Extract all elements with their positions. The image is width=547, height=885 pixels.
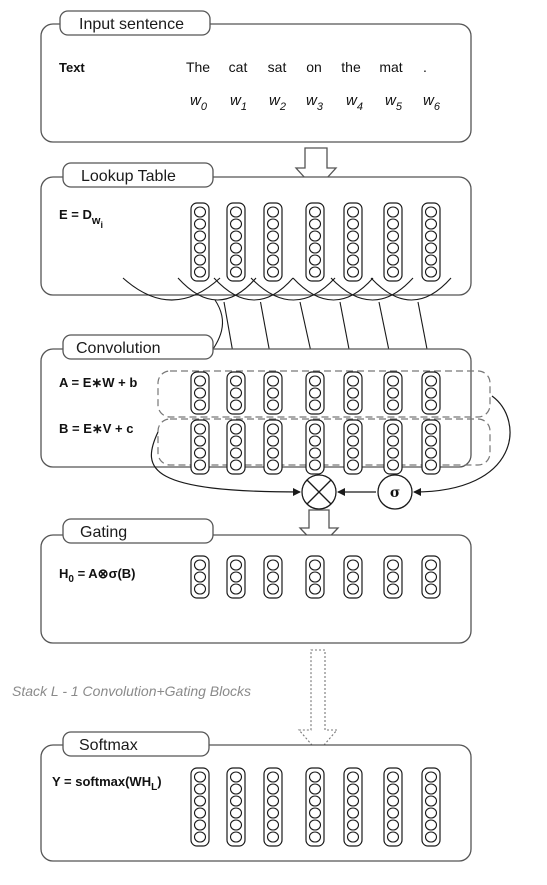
gating-title: Gating (80, 524, 127, 541)
conv-a-vector (343, 371, 363, 415)
softmax-vector (263, 767, 283, 847)
word-token-label: w3 (306, 92, 324, 113)
convolution-title-tab (62, 334, 214, 360)
window-arc (122, 277, 221, 301)
window-arc (370, 277, 452, 301)
embedding-vector (190, 202, 210, 282)
text-row-label: Text (59, 60, 85, 75)
lookup-table-panel: Lookup Table E = Dwi (40, 162, 472, 296)
input-word: on (306, 59, 322, 75)
embedding-vector (343, 202, 363, 282)
input-word: . (423, 59, 427, 75)
conv-a-vector (263, 371, 283, 415)
convolution-formula-a: A = E∗W + b (59, 375, 137, 390)
embedding-vector (305, 202, 325, 282)
gating-title-tab (62, 518, 214, 544)
gating-formula: H0 = A⊗σ(B) (59, 566, 136, 585)
embedding-vector (226, 202, 246, 282)
window-arc (330, 277, 414, 301)
sigmoid-symbol: σ (390, 485, 400, 501)
softmax-formula: Y = softmax(WHL) (52, 774, 162, 793)
gated-vector (190, 555, 210, 599)
stack-arrow (297, 649, 339, 753)
softmax-vector (421, 767, 441, 847)
sigmoid-operator (377, 474, 413, 510)
multiply-operator-cross (306, 479, 332, 505)
conv-b-vector (190, 419, 210, 475)
softmax-panel: Softmax Y = softmax(WHL) (40, 731, 472, 862)
window-arc (213, 277, 294, 301)
a-to-multiply-line (150, 431, 301, 496)
conv-b-vector (226, 419, 246, 475)
input-sentence-title-tab (59, 10, 211, 36)
gating-panel: Gating H0 = A⊗σ(B) (40, 518, 472, 644)
softmax-title-tab (62, 731, 210, 757)
embedding-vector (421, 202, 441, 282)
embedding-vector (263, 202, 283, 282)
word-token-label: w1 (230, 92, 247, 113)
stack-note: Stack L - 1 Convolution+Gating Blocks (12, 683, 251, 699)
softmax-vector (383, 767, 403, 847)
conv-a-vector (190, 371, 210, 415)
gating-operations: σ (150, 395, 511, 510)
input-word: cat (229, 59, 248, 75)
input-word: mat (379, 59, 402, 75)
gated-vector (421, 555, 441, 599)
conv-a-vector (383, 371, 403, 415)
conv-a-vector (305, 371, 325, 415)
word-token-label: w6 (423, 92, 441, 113)
gated-vector (305, 555, 325, 599)
input-sentence-panel: Input sentence Text The cat sat on the m… (40, 10, 472, 143)
gated-vector (383, 555, 403, 599)
softmax-vector (190, 767, 210, 847)
softmax-title: Softmax (79, 737, 138, 754)
softmax-vector (343, 767, 363, 847)
softmax-vector (226, 767, 246, 847)
input-sentence-title: Input sentence (79, 16, 184, 33)
word-token-label: w4 (346, 92, 363, 113)
convolution-title: Convolution (76, 340, 161, 357)
softmax-vector (305, 767, 325, 847)
lookup-table-title: Lookup Table (81, 168, 176, 185)
conv-b-vector (305, 419, 325, 475)
gated-vector (226, 555, 246, 599)
input-word: the (341, 59, 361, 75)
gated-vector (263, 555, 283, 599)
lookup-table-title-tab (62, 162, 214, 188)
convolution-window-connections (122, 277, 452, 371)
lookup-formula: E = Dwi (59, 207, 103, 230)
convolution-formula-b: B = E∗V + c (59, 421, 133, 436)
conv-b-vector (343, 419, 363, 475)
input-word: sat (268, 59, 287, 75)
word-token-label: w2 (269, 92, 286, 113)
b-to-sigma-line (413, 395, 511, 496)
conv-b-vector (263, 419, 283, 475)
window-arc (250, 277, 336, 301)
word-token-label: w5 (385, 92, 403, 113)
window-arc (292, 277, 374, 301)
input-word: The (186, 59, 210, 75)
convolution-panel: Convolution A = E∗W + b B = E∗V + c (40, 334, 491, 475)
gated-vector (343, 555, 363, 599)
conv-group-a-outline (157, 370, 491, 418)
conv-a-vector (226, 371, 246, 415)
embedding-vector (383, 202, 403, 282)
conv-b-vector (383, 419, 403, 475)
conv-a-vector (421, 371, 441, 415)
word-token-label: w0 (190, 92, 208, 113)
conv-b-vector (421, 419, 441, 475)
window-arc (177, 277, 257, 301)
